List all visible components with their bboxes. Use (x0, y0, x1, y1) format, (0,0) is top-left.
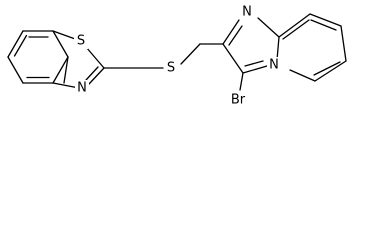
thioether-linker (103, 43, 224, 69)
imidazole-ring (222, 17, 280, 91)
atom-label-s-linker: S (167, 61, 175, 76)
thiazole-ring (52, 30, 105, 89)
atom-label-n-bridge: N (269, 58, 279, 73)
pyridine-ring (278, 13, 347, 82)
atom-label-bromine: Br (231, 93, 246, 108)
atom-labels: S N S N N Br (74, 4, 281, 108)
atom-label-s-ring: S (77, 34, 85, 49)
chemical-structure-diagram: S N S N N Br (7, 4, 347, 108)
atom-label-n-top: N (242, 5, 252, 20)
atom-label-n-ring: N (77, 81, 87, 96)
benzene-ring (7, 30, 69, 84)
